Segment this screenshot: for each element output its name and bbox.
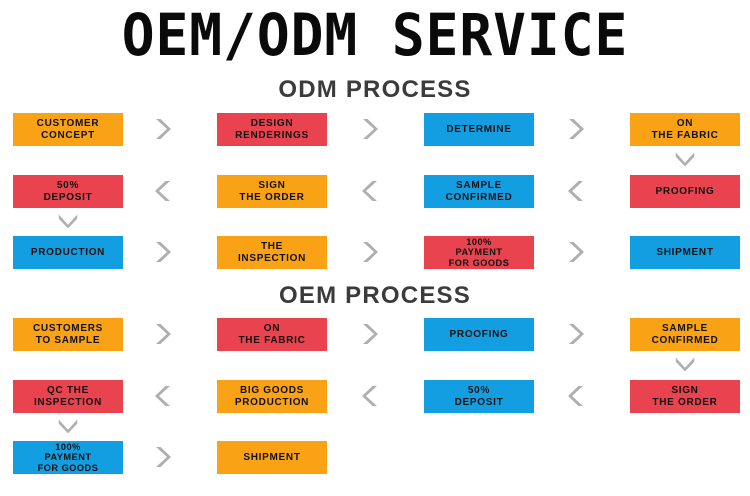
process-box-odm-3-4[interactable]: SHIPMENT bbox=[630, 236, 740, 269]
section-heading-odm: ODM PROCESS bbox=[278, 76, 472, 103]
process-box-oem-2-1[interactable]: QC THE INSPECTION bbox=[13, 380, 123, 413]
process-box-oem-3-2[interactable]: SHIPMENT bbox=[217, 441, 327, 474]
chevron-right-icon bbox=[357, 239, 383, 265]
chevron-down-icon bbox=[56, 414, 80, 438]
process-box-odm-1-3[interactable]: DETERMINE bbox=[424, 113, 534, 146]
process-box-odm-2-1[interactable]: 50% DEPOSIT bbox=[13, 175, 123, 208]
process-box-odm-3-3[interactable]: 100% PAYMENT FOR GOODS bbox=[424, 236, 534, 269]
chevron-down-icon bbox=[56, 209, 80, 233]
process-box-oem-2-2[interactable]: BIG GOODS PRODUCTION bbox=[217, 380, 327, 413]
chevron-right-icon bbox=[150, 116, 176, 142]
process-box-odm-2-3[interactable]: SAMPLE CONFIRMED bbox=[424, 175, 534, 208]
process-box-oem-1-3[interactable]: PROOFING bbox=[424, 318, 534, 351]
process-box-oem-2-4[interactable]: SIGN THE ORDER bbox=[630, 380, 740, 413]
chevron-left-icon bbox=[150, 383, 176, 409]
process-box-oem-1-4[interactable]: SAMPLE CONFIRMED bbox=[630, 318, 740, 351]
chevron-right-icon bbox=[150, 239, 176, 265]
chevron-right-icon bbox=[150, 444, 176, 470]
section-heading-oem: OEM PROCESS bbox=[279, 282, 471, 309]
process-box-oem-2-3[interactable]: 50% DEPOSIT bbox=[424, 380, 534, 413]
process-box-odm-3-2[interactable]: THE INSPECTION bbox=[217, 236, 327, 269]
process-box-oem-1-2[interactable]: ON THE FABRIC bbox=[217, 318, 327, 351]
chevron-right-icon bbox=[563, 239, 589, 265]
process-box-oem-3-1[interactable]: 100% PAYMENT FOR GOODS bbox=[13, 441, 123, 474]
process-box-oem-1-1[interactable]: CUSTOMERS TO SAMPLE bbox=[13, 318, 123, 351]
chevron-down-icon bbox=[673, 352, 697, 376]
process-box-odm-3-1[interactable]: PRODUCTION bbox=[13, 236, 123, 269]
process-box-odm-2-4[interactable]: PROOFING bbox=[630, 175, 740, 208]
chevron-left-icon bbox=[357, 383, 383, 409]
chevron-right-icon bbox=[150, 321, 176, 347]
chevron-down-icon bbox=[673, 147, 697, 171]
page-title: OEM/ODM SERVICE bbox=[121, 1, 629, 69]
process-box-odm-2-2[interactable]: SIGN THE ORDER bbox=[217, 175, 327, 208]
chevron-right-icon bbox=[563, 321, 589, 347]
process-box-odm-1-4[interactable]: ON THE FABRIC bbox=[630, 113, 740, 146]
chevron-left-icon bbox=[150, 178, 176, 204]
chevron-right-icon bbox=[357, 321, 383, 347]
chevron-right-icon bbox=[563, 116, 589, 142]
chevron-left-icon bbox=[357, 178, 383, 204]
process-box-odm-1-1[interactable]: CUSTOMER CONCEPT bbox=[13, 113, 123, 146]
chevron-left-icon bbox=[563, 178, 589, 204]
chevron-right-icon bbox=[357, 116, 383, 142]
process-box-odm-1-2[interactable]: DESIGN RENDERINGS bbox=[217, 113, 327, 146]
chevron-left-icon bbox=[563, 383, 589, 409]
